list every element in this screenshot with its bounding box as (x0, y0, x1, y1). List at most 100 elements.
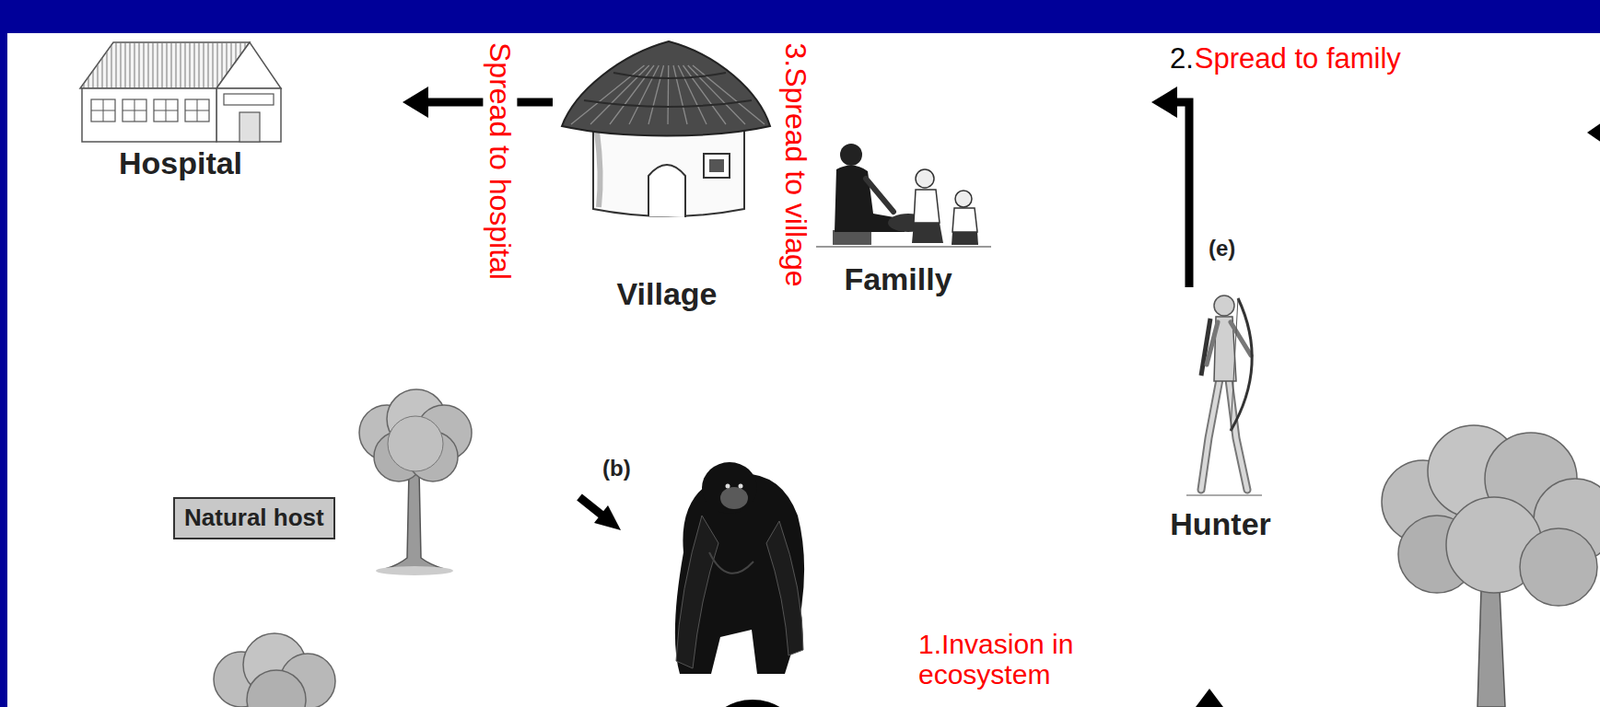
hospital-figure-icon (91, 99, 116, 122)
gorilla (675, 473, 805, 675)
arrow (579, 497, 603, 516)
family-figure-icon (911, 222, 944, 244)
arrow-letter: (e) (1208, 235, 1236, 262)
partial-arrow (1195, 689, 1224, 707)
hospital-figure-icon (88, 77, 90, 90)
node-label: Natural host (175, 499, 334, 538)
hunter-figure-icon (1201, 379, 1220, 491)
village-figure-icon (583, 100, 752, 107)
hospital-figure-icon (180, 42, 182, 89)
family-figure-icon (915, 169, 935, 188)
hospital-figure-icon (203, 42, 205, 89)
hospital-figure-icon (153, 99, 178, 122)
hospital-figure-icon (120, 42, 122, 89)
hospital-figure-icon (239, 112, 260, 142)
hospital-figure-icon (122, 99, 147, 122)
hospital-figure-icon (226, 42, 228, 75)
hunter-figure-icon (1186, 494, 1262, 497)
hospital-figure-icon (208, 42, 210, 89)
hunter-figure-icon (1230, 298, 1238, 432)
gorilla (701, 462, 758, 514)
tree (246, 670, 306, 707)
hospital-figure-icon (106, 51, 108, 89)
village-figure-icon (673, 65, 688, 125)
village-figure-icon (593, 128, 745, 217)
partial-shape (711, 700, 795, 707)
tree (1381, 425, 1600, 707)
stage-label: 3.Spread to village (779, 38, 814, 291)
hospital-figure-icon (148, 42, 150, 89)
hunter-figure: Hunter (1156, 287, 1291, 550)
hospital-figure-icon (157, 42, 159, 89)
hospital-figure-icon (185, 42, 187, 89)
hospital-figure: Hospital (76, 36, 403, 194)
hospital-figure-icon (212, 42, 214, 89)
hunter-figure-icon (1230, 298, 1252, 432)
tree (387, 416, 444, 472)
hospital-figure-icon (152, 42, 154, 89)
node-label: Hospital (76, 145, 285, 182)
hospital-figure-icon (194, 42, 196, 89)
village-figure-icon (561, 41, 771, 137)
hospital-figure-icon (240, 42, 242, 56)
hospital-figure-icon (76, 38, 285, 146)
hospital-figure-icon (166, 42, 168, 89)
hospital-figure-icon (162, 42, 164, 89)
gorilla (766, 521, 804, 656)
hospital-figure-icon (175, 42, 177, 89)
family-figure-icon (832, 230, 872, 246)
village-figure-icon (648, 65, 665, 125)
hospital-figure-icon (81, 88, 217, 142)
hospital-figure-icon (223, 93, 274, 106)
hospital-figure-icon (216, 42, 281, 89)
hospital-figure-icon (129, 42, 131, 89)
family-figure-icon (840, 143, 863, 166)
node-label: Familly (810, 261, 986, 298)
family-figure-icon (952, 208, 978, 233)
gorilla (725, 484, 731, 490)
hospital-figure-icon (97, 64, 99, 89)
family-figure-icon (865, 178, 894, 212)
stage-number: 2. (1169, 42, 1194, 76)
hospital-figure-icon (83, 82, 85, 89)
hospital-figure-icon (139, 42, 141, 89)
village-figure-icon (648, 164, 686, 218)
natural-host-box: Natural host (173, 497, 336, 540)
gorilla (675, 462, 805, 675)
family-figure-icon (951, 232, 979, 246)
tree (359, 389, 472, 576)
village-figure-icon (556, 35, 778, 225)
hospital-figure-icon (111, 45, 113, 89)
tree (375, 566, 454, 576)
stage-label: 1.Invasion in ecosystem (918, 629, 1140, 690)
spread-arrow (1177, 102, 1190, 288)
gorilla (676, 515, 719, 669)
family-figure-icon (816, 132, 992, 253)
hospital-figure-icon (189, 42, 191, 89)
hospital-figure-icon (235, 42, 237, 62)
hospital-figure-icon (185, 99, 210, 122)
village-figure-icon (596, 131, 601, 208)
village-figure-icon (613, 72, 726, 79)
hospital-figure-icon (102, 58, 104, 89)
partial-arrow (1587, 114, 1600, 152)
hospital-figure-icon (185, 110, 210, 112)
tree (1519, 528, 1598, 607)
hospital-figure-icon (153, 110, 178, 112)
arrow-letter: (b) (602, 455, 631, 482)
node-label: Hunter (1156, 506, 1285, 543)
stage-label: Spread to family (1194, 42, 1402, 76)
arrow (579, 497, 621, 531)
village-figure-icon (703, 153, 730, 178)
hunter-figure-icon (1201, 379, 1220, 491)
tree (1477, 589, 1506, 707)
hospital-figure-icon (134, 42, 136, 89)
tree (385, 471, 444, 570)
family-figure: Familly (810, 92, 1152, 309)
family-figure-icon (955, 190, 972, 208)
hunter-figure-icon (1173, 291, 1266, 500)
hospital-figure-icon (143, 42, 145, 89)
hunter-figure-icon (1228, 379, 1248, 491)
node-label: Village (556, 276, 778, 313)
hospital-figure-icon (122, 110, 147, 112)
